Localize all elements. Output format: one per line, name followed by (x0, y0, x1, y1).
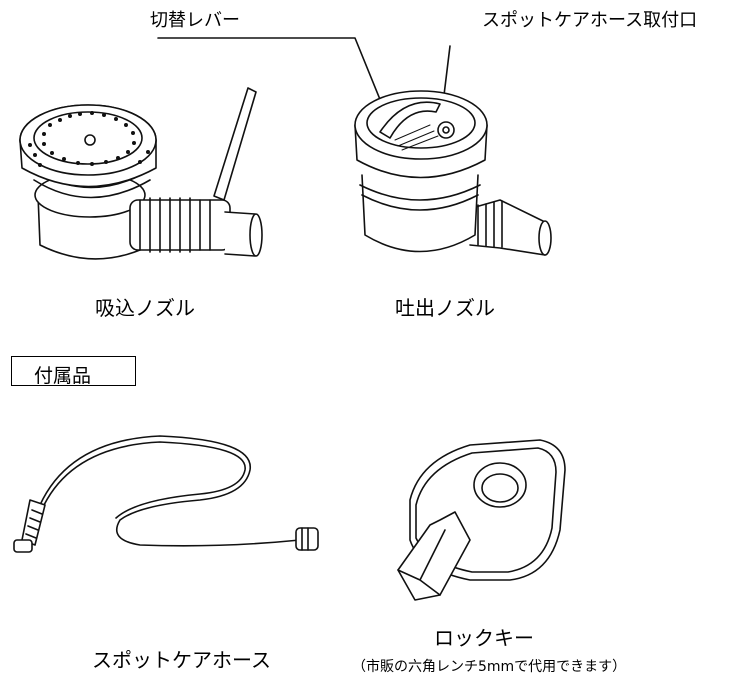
outlet-nozzle-drawing (157, 37, 552, 256)
intake-nozzle-caption: 吸込ノズル (95, 296, 195, 320)
lock-key-caption: ロックキー (434, 626, 534, 650)
lock-key-note: （市販の六角レンチ5mmで代用できます） (352, 659, 627, 675)
lock-key-drawing (397, 439, 566, 601)
hose-port-callout-label: スポットケアホース取付口 (482, 10, 698, 31)
outlet-nozzle-caption: 吐出ノズル (395, 296, 495, 320)
spot-care-hose-caption: スポットケアホース (92, 648, 271, 672)
spot-care-hose-drawing (13, 435, 319, 553)
lever-callout-label: 切替レバー (150, 10, 240, 31)
accessories-section-box: 付属品 (11, 356, 136, 387)
accessories-section-title: 付属品 (34, 365, 92, 387)
intake-nozzle-drawing (19, 87, 263, 260)
